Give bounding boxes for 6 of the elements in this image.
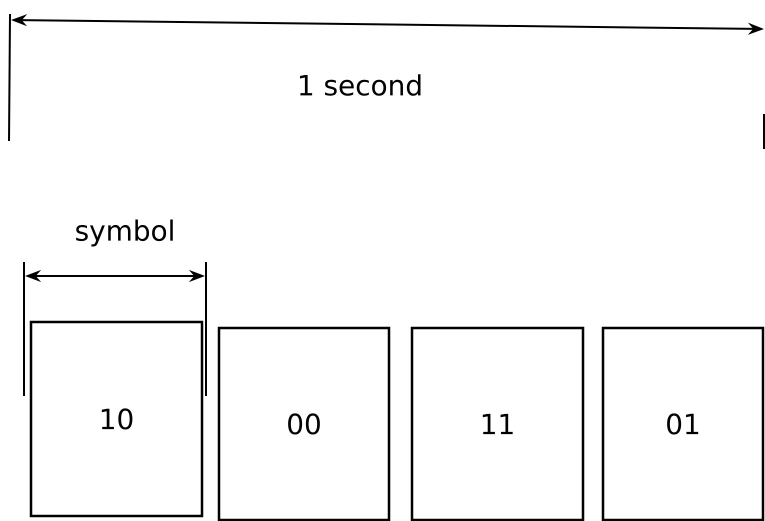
symbol-box: 00 <box>218 326 390 521</box>
symbol-box: 10 <box>30 320 204 518</box>
symbol-box: 11 <box>410 326 584 521</box>
dimension-label: 1 second <box>300 74 420 96</box>
symbol-box: 01 <box>602 326 764 521</box>
dimension-label: symbol <box>76 220 173 246</box>
